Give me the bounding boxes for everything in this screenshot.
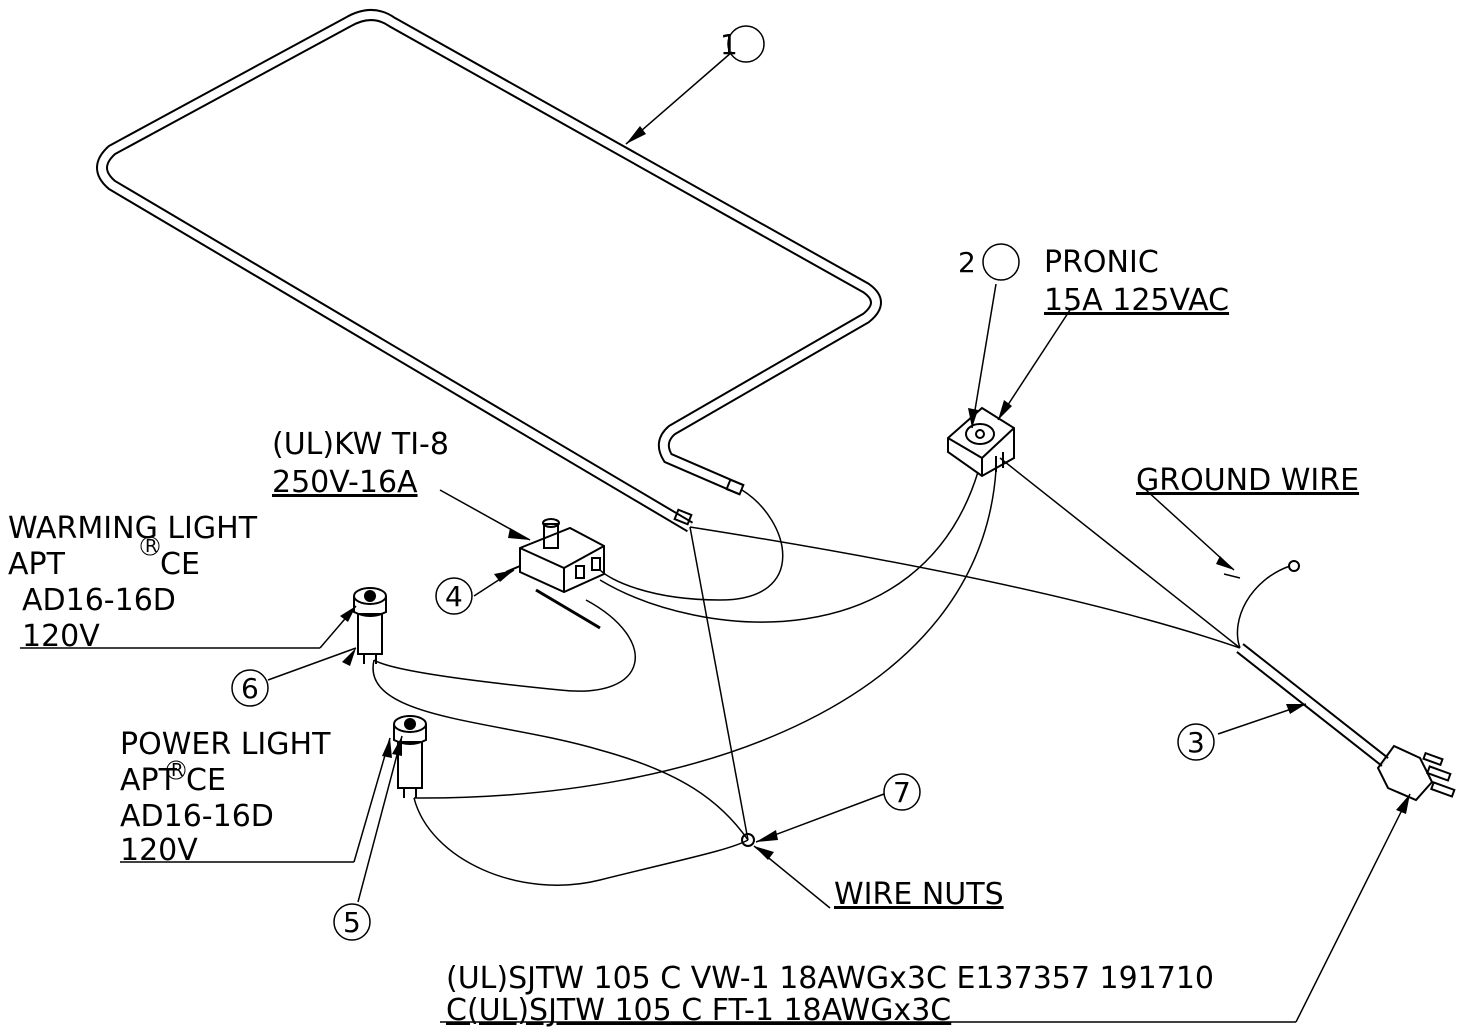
- arrowheads: [340, 126, 1410, 860]
- switch-label-rating: 15A 125VAC: [1044, 283, 1229, 318]
- wires: [372, 457, 1291, 886]
- callout-numbers: 1 2 3 4 5 6 7: [241, 28, 1205, 939]
- callout-3-circle: [1177, 723, 1215, 761]
- power-light: [393, 715, 427, 798]
- warming-light-label-title: WARMING LIGHT: [8, 511, 258, 546]
- callout-2-circle: [982, 243, 1020, 281]
- power-light-label-model: AD16-16D: [120, 799, 274, 834]
- power-light-label-title: POWER LIGHT: [120, 727, 331, 762]
- wire-nuts-label: WIRE NUTS: [834, 877, 1004, 912]
- cord-label-cul: C(UL)SJTW 105 C FT-1 18AWGx3C: [446, 993, 951, 1028]
- power-light-label-voltage: 120V: [120, 833, 198, 868]
- thermostat: [505, 518, 605, 630]
- warming-light-label-brand: APT: [8, 547, 66, 582]
- power-cord: [1236, 643, 1456, 802]
- power-light-label-ce: CE: [186, 763, 226, 798]
- heating-element: [96, 9, 882, 533]
- warming-light-label-voltage: 120V: [22, 619, 100, 654]
- warming-light-label-model: AD16-16D: [22, 583, 176, 618]
- callout-6-circle: [231, 669, 269, 707]
- ground-wire-label: GROUND WIRE: [1136, 463, 1359, 498]
- callout-3: 3: [1187, 726, 1205, 759]
- warming-light: [353, 587, 387, 664]
- callout-6: 6: [241, 672, 259, 705]
- registered-marks: [140, 536, 186, 780]
- warming-light-label-ce: CE: [160, 547, 200, 582]
- ground-wire-end: [1288, 560, 1300, 572]
- switch-label-brand: PRONIC: [1044, 245, 1159, 280]
- callout-7-circle: [883, 773, 921, 811]
- warming-light-registered-mark: R: [145, 536, 158, 557]
- callout-1-circle: [727, 25, 765, 63]
- rocker-switch: [947, 406, 1015, 478]
- power-light-registered-mark: R: [171, 760, 184, 781]
- callout-4-circle: [435, 577, 473, 615]
- thermostat-label-rating: 250V-16A: [272, 465, 418, 500]
- callout-2: 2: [958, 246, 976, 279]
- callout-1: 1: [720, 28, 738, 61]
- thermostat-label-model: (UL)KW TI-8: [272, 427, 449, 462]
- callout-circles: [231, 25, 1215, 941]
- callout-4: 4: [445, 580, 463, 613]
- power-light-label-brand: APT: [120, 763, 178, 798]
- callout-7: 7: [893, 776, 911, 809]
- wire-nut: [741, 833, 755, 847]
- callout-5: 5: [343, 906, 361, 939]
- cord-label-ul: (UL)SJTW 105 C VW-1 18AWGx3C E137357 191…: [446, 961, 1214, 996]
- callout-5-circle: [333, 903, 371, 941]
